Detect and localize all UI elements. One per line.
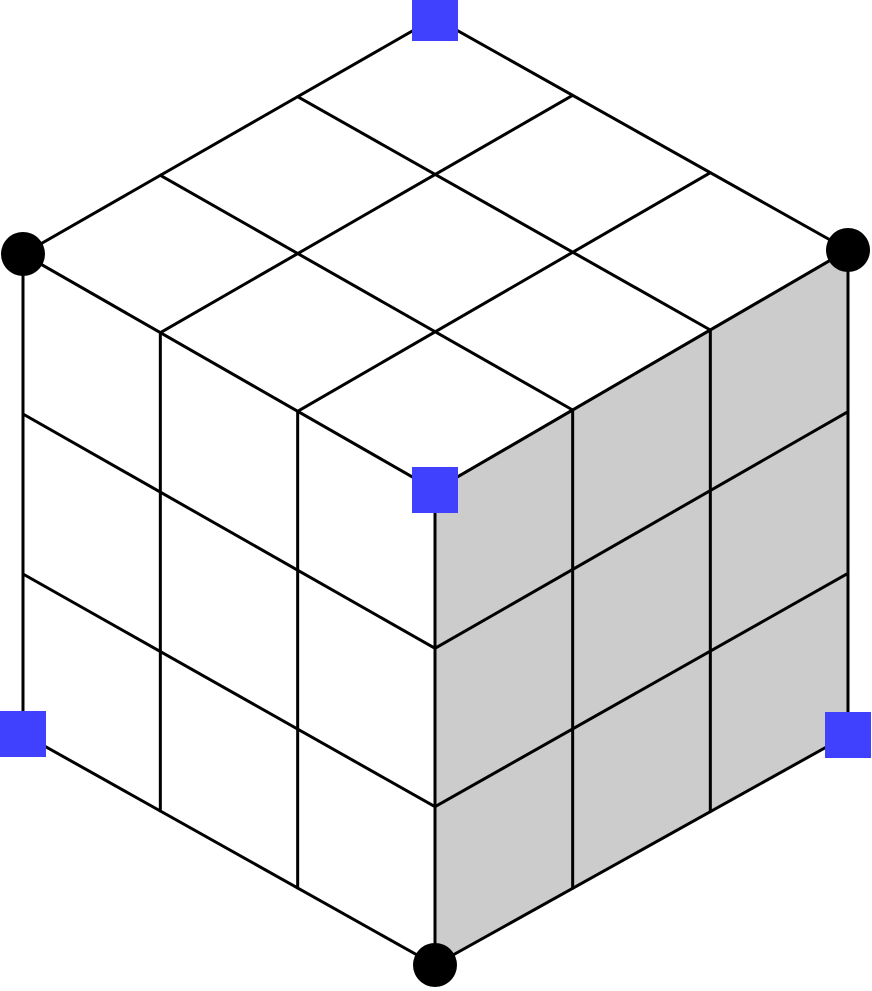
top-face-grid-line xyxy=(158,93,575,335)
upper-left-vertex-marker xyxy=(1,232,45,276)
lower-right-vertex-marker xyxy=(825,712,871,758)
right-face-grid-line xyxy=(433,571,850,809)
top-face-grid-line xyxy=(296,171,712,413)
bottom-vertex-marker xyxy=(413,943,457,987)
left-face-grid-line xyxy=(21,572,437,809)
left-face-grid-line xyxy=(21,412,437,650)
grid-lines-layer xyxy=(21,93,850,890)
top-face-grid-line xyxy=(296,95,712,332)
right-face-grid-line xyxy=(433,410,850,650)
lower-left-vertex-marker xyxy=(0,711,46,757)
top-vertex-marker xyxy=(412,0,458,41)
center-vertex-marker xyxy=(412,467,458,513)
faces-layer xyxy=(19,16,852,968)
top-face-grid-line xyxy=(158,173,575,412)
upper-right-vertex-marker xyxy=(826,228,870,272)
